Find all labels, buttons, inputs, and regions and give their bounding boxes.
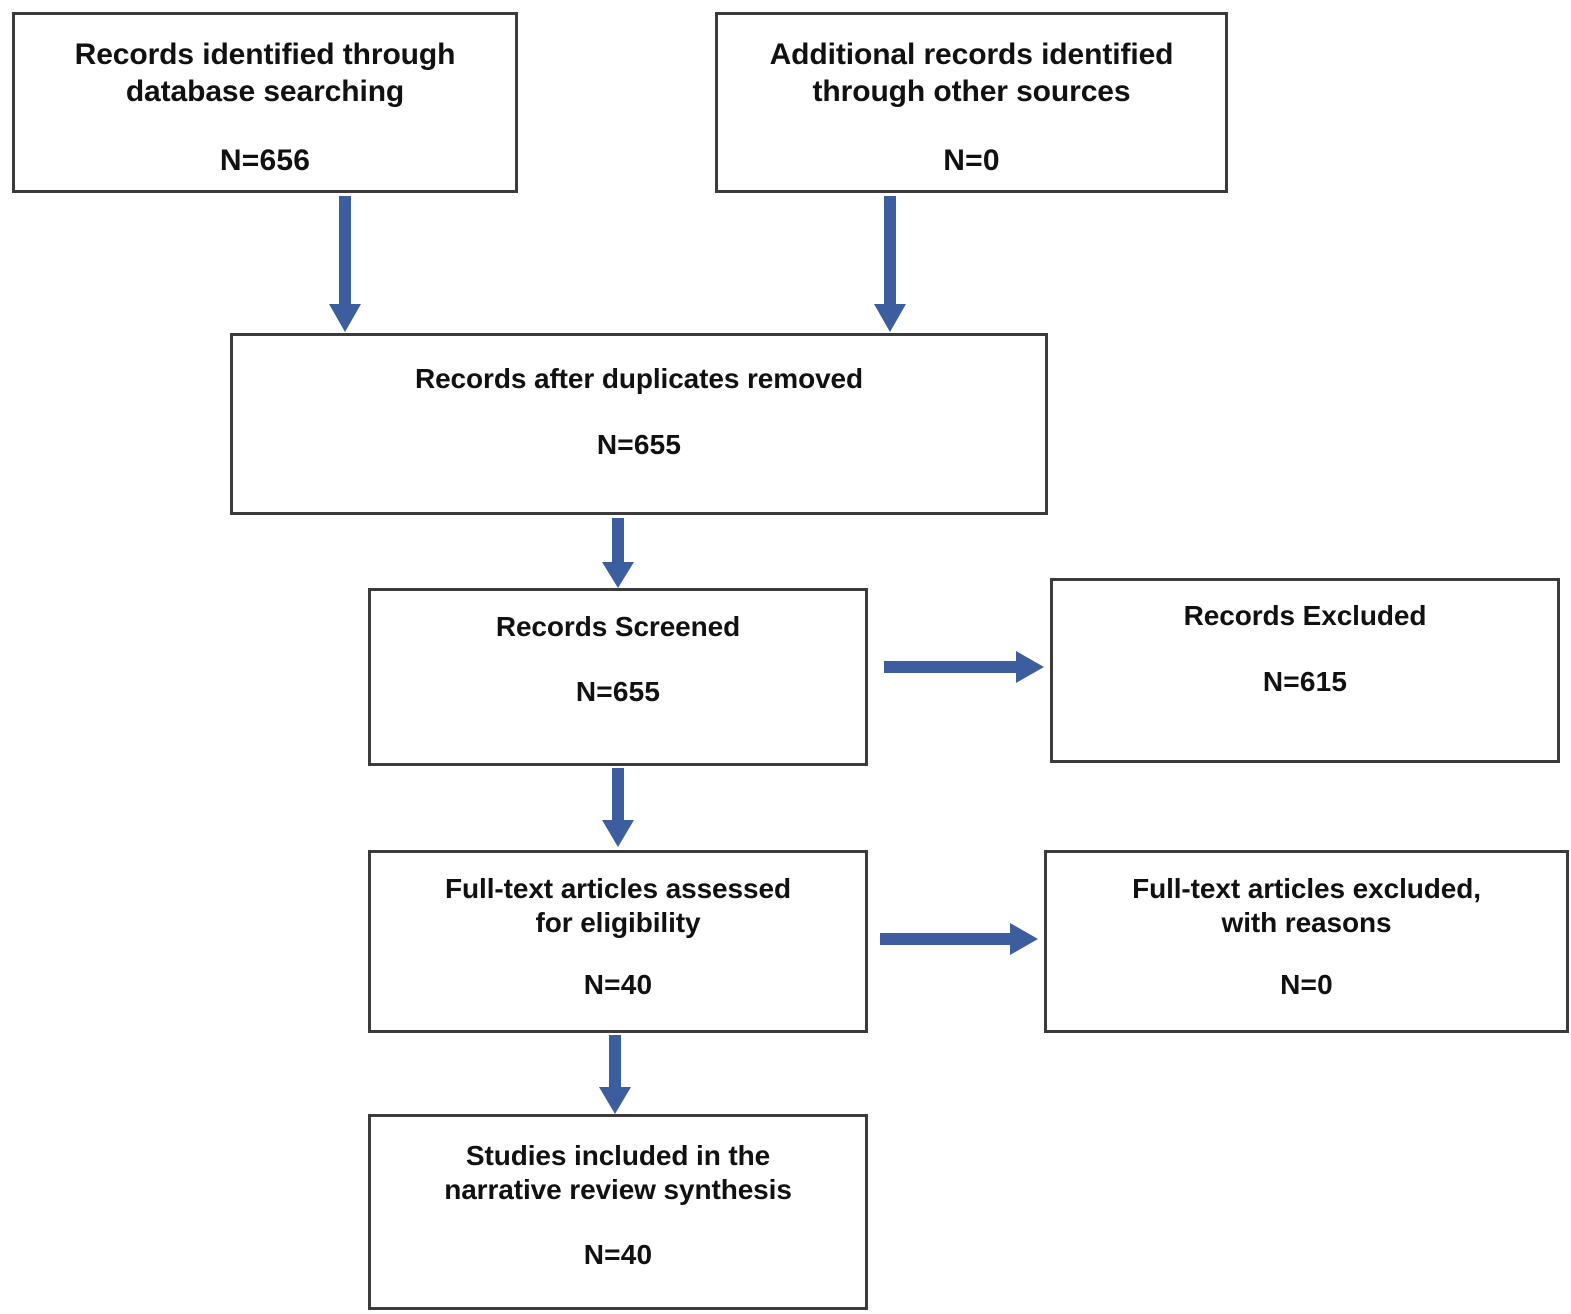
node-count: N=655 (596, 429, 682, 461)
node-fulltext-articles-assessed: Full-text articles assessed for eligibil… (368, 850, 868, 1033)
node-records-excluded: Records Excluded N=615 (1050, 578, 1560, 763)
node-title: Records identified through database sear… (74, 38, 456, 108)
node-title: Records Screened (495, 611, 741, 642)
node-count: N=656 (219, 144, 311, 178)
node-studies-included-narrative-synthesis: Studies included in the narrative review… (368, 1114, 868, 1310)
node-count: N=40 (583, 1239, 653, 1271)
node-fulltext-articles-excluded: Full-text articles excluded, with reason… (1044, 850, 1569, 1033)
node-title: Full-text articles excluded, with reason… (1132, 873, 1481, 939)
node-title: Additional records identified through ot… (769, 38, 1174, 108)
node-records-identified-database: Records identified through database sear… (12, 12, 518, 193)
node-records-after-duplicates-removed: Records after duplicates removed N=655 (230, 333, 1048, 515)
node-records-screened: Records Screened N=655 (368, 588, 868, 766)
arrow-identified-to-duplicates-icon (317, 196, 373, 336)
arrow-fulltext-to-fullexcluded-icon (880, 917, 1044, 961)
node-count: N=0 (943, 144, 1000, 178)
node-count: N=655 (575, 676, 661, 708)
arrow-additional-to-duplicates-icon (862, 196, 918, 336)
arrow-duplicates-to-screened-icon (590, 518, 646, 591)
node-count: N=0 (1280, 969, 1333, 1001)
arrow-screened-to-excluded-icon (884, 645, 1050, 689)
node-title: Studies included in the narrative review… (444, 1140, 792, 1206)
node-count: N=615 (1262, 666, 1348, 698)
node-title: Full-text articles assessed for eligibil… (445, 873, 791, 939)
arrow-fulltext-to-included-icon (587, 1035, 643, 1117)
node-count: N=40 (583, 969, 653, 1001)
node-title: Records after duplicates removed (414, 363, 864, 394)
node-title: Records Excluded (1183, 600, 1427, 631)
node-additional-records-other-sources: Additional records identified through ot… (715, 12, 1228, 193)
arrow-screened-to-fulltext-icon (590, 768, 646, 850)
